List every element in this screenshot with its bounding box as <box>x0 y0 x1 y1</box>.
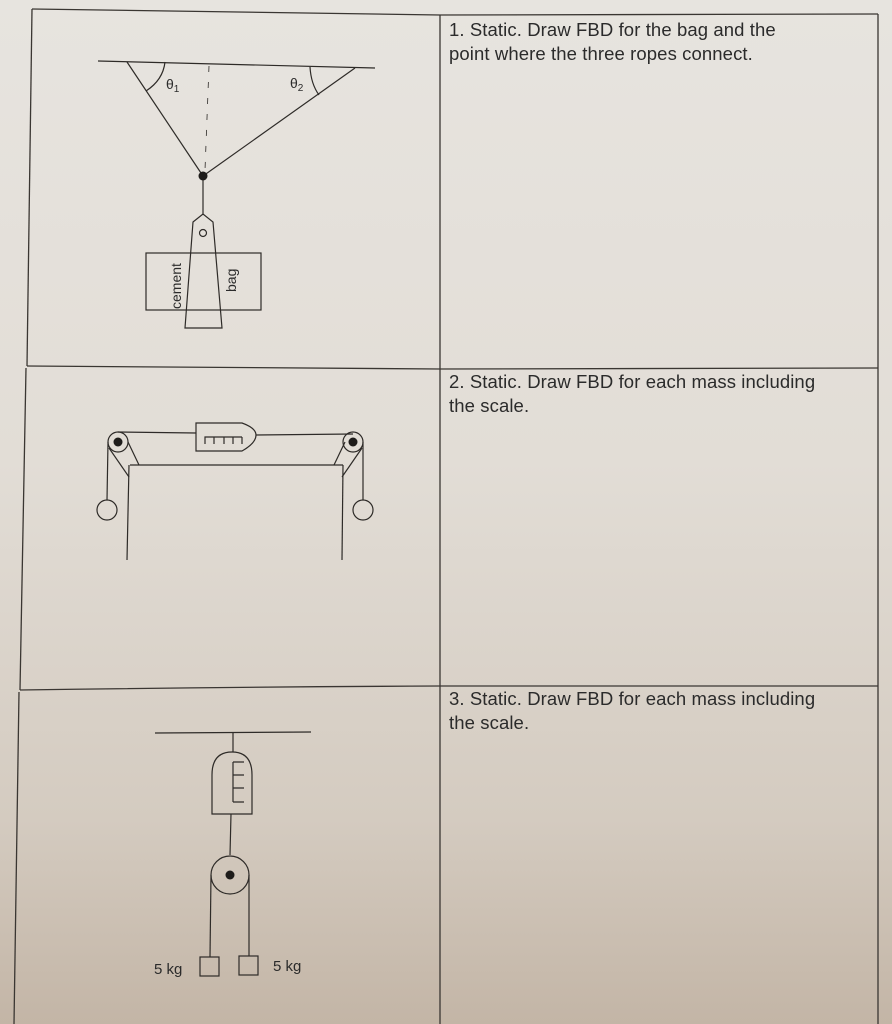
cement-bag <box>145 252 262 311</box>
table-top-border <box>31 8 879 16</box>
hanging-spring-scale <box>211 751 253 815</box>
pulley-axle-left-icon <box>113 437 123 447</box>
bag-label-cement: cement <box>168 263 184 309</box>
diagram-table-pulleys <box>96 422 374 561</box>
rope-left <box>126 61 204 177</box>
angle-arc-theta2 <box>309 66 320 96</box>
spring-scale <box>195 422 257 452</box>
theta1-label: θ1 <box>166 76 180 95</box>
bag-label-bag: bag <box>223 269 239 292</box>
angle-arc-theta1 <box>145 61 166 92</box>
pulley-axle-right-icon <box>348 437 358 447</box>
mass-5kg-left <box>199 956 220 977</box>
mass-left-label: 5 kg <box>154 961 182 978</box>
rope-right <box>202 67 356 177</box>
tag-hole <box>198 228 208 238</box>
diagram-rope-suspension <box>97 60 376 329</box>
problem-2-text: 2. Static. Draw FBD for each mass includ… <box>449 370 815 418</box>
problem-2-line-2: the scale. <box>449 395 530 416</box>
pulley-axle-icon <box>225 870 235 880</box>
bag-tag <box>184 213 223 329</box>
problem-3-line-1: 3. Static. Draw FBD for each mass includ… <box>449 688 816 709</box>
ceiling-line <box>154 731 312 734</box>
table-leg-right <box>341 464 344 561</box>
row-divider-1 <box>26 365 879 370</box>
mass-left <box>96 499 118 521</box>
mass-5kg-right <box>238 955 259 976</box>
diagram-hanging-scale <box>154 731 312 977</box>
mass-right <box>352 499 374 521</box>
junction-point-icon <box>198 171 208 181</box>
problem-1-text: 1. Static. Draw FBD for the bag and the … <box>449 18 776 66</box>
mass-right-label: 5 kg <box>273 958 301 975</box>
table-leg-left <box>126 464 130 561</box>
problem-3-line-2: the scale. <box>449 712 530 733</box>
problem-1-line-1: 1. Static. Draw FBD for the bag and the <box>449 19 776 40</box>
problem-3-text: 3. Static. Draw FBD for each mass includ… <box>449 687 815 735</box>
row-divider-2 <box>19 685 878 691</box>
theta2-label: θ2 <box>290 75 304 94</box>
problem-2-line-1: 2. Static. Draw FBD for each mass includ… <box>449 371 816 392</box>
problem-1-line-2: point where the three ropes connect. <box>449 43 753 64</box>
ceiling-line <box>97 60 376 69</box>
dashed-vertical <box>204 65 210 171</box>
